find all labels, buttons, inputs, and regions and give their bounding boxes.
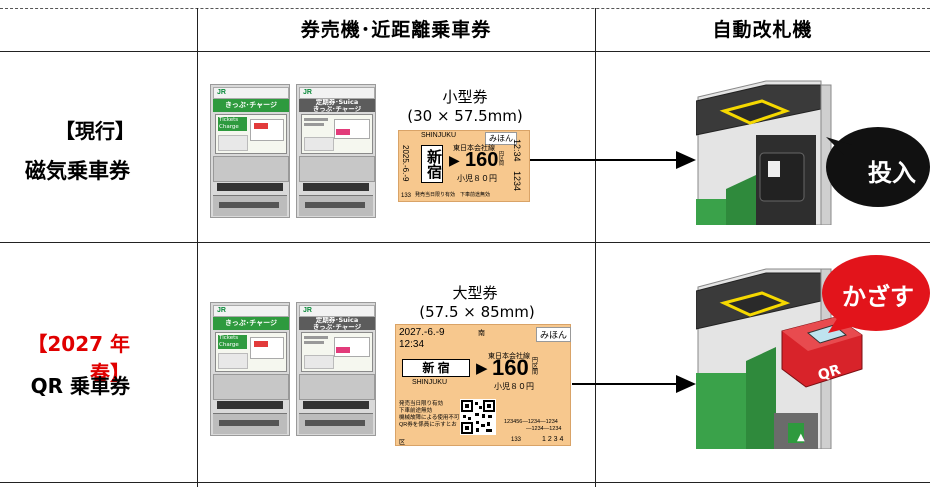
row-divider — [0, 242, 930, 243]
row2-arrow-head — [676, 375, 696, 393]
row2-ticket-machine-green: JR きっぷ･チャージ Tickets Charge — [210, 302, 290, 436]
machine-band-label: 定期券･Suica きっぷ･チャージ — [299, 317, 375, 330]
row2-ticket-gate-illustration: かざす QR ▲ — [696, 253, 930, 449]
jr-logo: JR — [217, 89, 226, 96]
jr-logo: JR — [303, 307, 312, 314]
row1-ticket-machine-gray: JR 定期券･Suica きっぷ･チャージ — [296, 84, 376, 218]
gate-qr-svg — [696, 255, 930, 449]
row2-label-period: 【2027 年春】 — [27, 332, 130, 385]
machine-screen-label: Tickets Charge — [218, 117, 247, 131]
jr-logo: JR — [217, 307, 226, 314]
machine-screen — [301, 332, 373, 372]
machine-screen-label: Tickets Charge — [218, 335, 247, 349]
row1-ticket-machine-green: JR きっぷ･チャージ Tickets Charge — [210, 84, 290, 218]
qr-code — [460, 399, 496, 435]
row1-magnetic-ticket: SHINJUKU みほん 2025.-6.-9 新宿 東日本会社線 ▶ 160 … — [398, 130, 530, 202]
column-divider-2 — [595, 8, 596, 487]
machine-band-label: 定期券･Suica きっぷ･チャージ — [299, 99, 375, 112]
column-divider-1 — [197, 8, 198, 487]
row1-ticket-size: 小型券 — [442, 88, 488, 106]
row1-arrow-line — [530, 159, 690, 161]
row2-qr-ticket: 2027.-6.-9 12:34 南 みほん 新 宿 SHINJUKU 東日本会… — [395, 324, 572, 446]
row2-arrow-line — [572, 383, 690, 385]
row1-label-period: 【現行】 — [55, 119, 135, 143]
machine-screen — [301, 114, 373, 154]
row2-ticket-dims: (57.5 × 85mm) — [419, 303, 535, 321]
machine-band-label: きっぷ･チャージ — [213, 99, 289, 112]
header-ticket-gate: 自動改札機 — [712, 19, 813, 41]
gate-insert-bubble: 投入 — [868, 159, 916, 187]
machine-band-label: きっぷ･チャージ — [213, 317, 289, 330]
machine-screen: Tickets Charge — [215, 332, 287, 372]
machine-screen: Tickets Charge — [215, 114, 287, 154]
jr-logo: JR — [303, 89, 312, 96]
gate-insert-svg — [696, 80, 930, 225]
row1-arrow-head — [676, 151, 696, 169]
header-divider — [0, 51, 930, 52]
row2-ticket-size: 大型券 — [452, 284, 498, 302]
top-border — [0, 8, 930, 9]
row2-label-type: QR 乗車券 — [30, 374, 130, 398]
bottom-divider — [0, 482, 930, 483]
row1-ticket-gate-illustration: 投入 — [696, 79, 930, 225]
row1-ticket-dims: (30 × 57.5mm) — [407, 107, 523, 125]
header-ticket-machine: 券売機･近距離乗車券 — [300, 19, 492, 41]
gate-scan-bubble: かざす — [842, 283, 914, 311]
row1-label-type: 磁気乗車券 — [25, 159, 130, 183]
row2-ticket-machine-gray: JR 定期券･Suica きっぷ･チャージ — [296, 302, 376, 436]
gate-arrow-icon: ▲ — [797, 432, 805, 443]
